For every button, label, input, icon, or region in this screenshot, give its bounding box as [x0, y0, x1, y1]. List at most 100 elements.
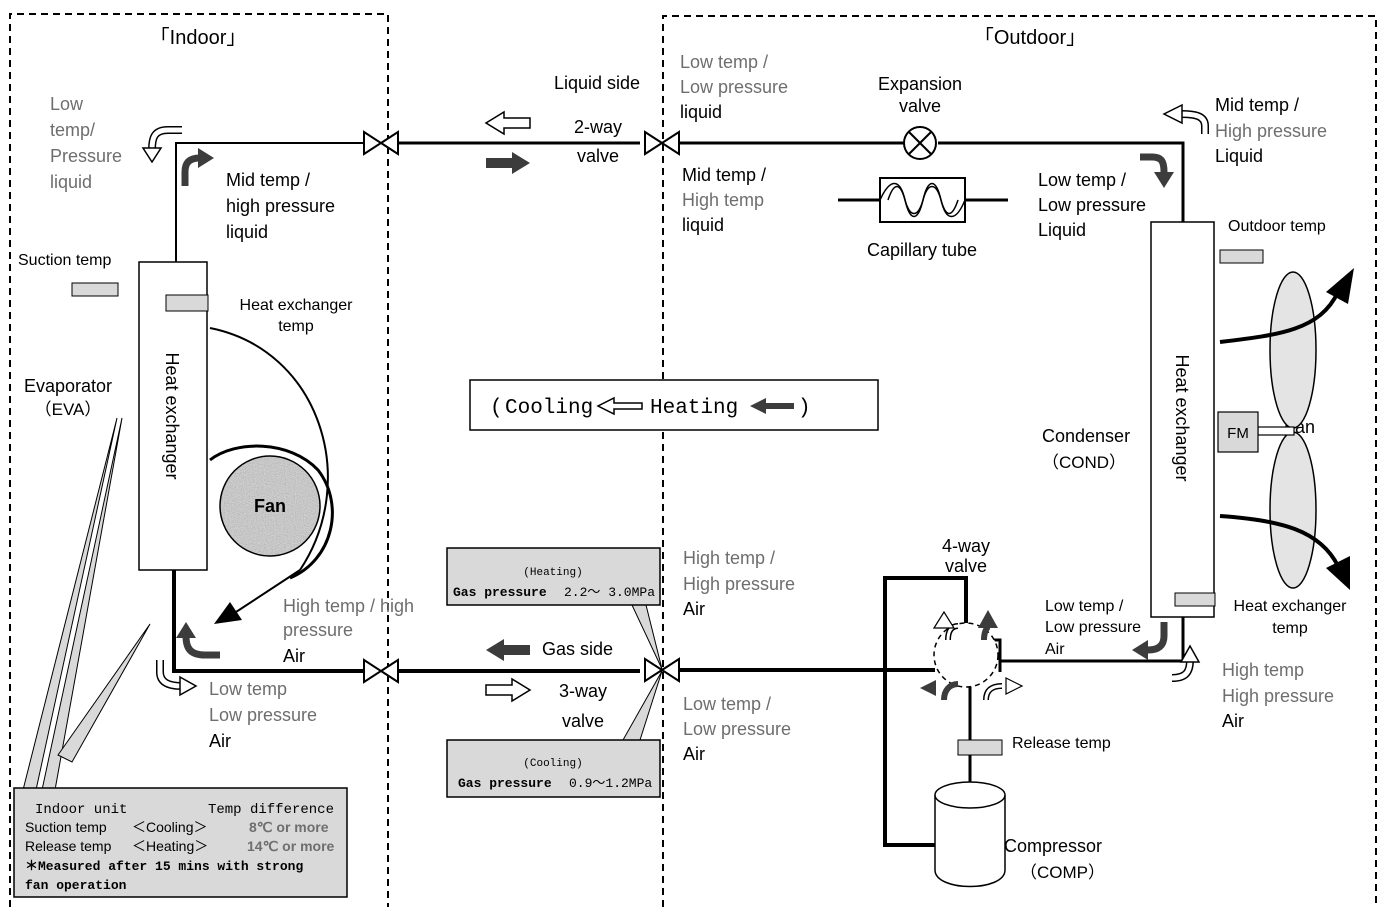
indoor-liquid-valve	[363, 130, 399, 156]
outdoor-temp-sensor	[1219, 249, 1264, 264]
outdoor-right-mid-temp-1: Mid temp /	[1215, 95, 1299, 115]
release-temp-sensor	[957, 739, 1003, 756]
heating-pressure-callout: (Heating) Gas pressure 2.2～ 3.0MPa	[446, 547, 663, 670]
outdoor-top-low-temp-3: liquid	[680, 102, 722, 122]
four-way-valve-symbol	[920, 610, 1024, 701]
expansion-valve-label-1: Expansion	[878, 74, 962, 94]
outdoor-high-temp-air-3: Air	[683, 599, 705, 619]
mode-heating-label: Heating	[650, 397, 738, 420]
expansion-valve-symbol	[903, 126, 937, 160]
info-row2-value: 14℃ or more	[247, 838, 335, 854]
outdoor-right-low-temp-air-2: Low pressure	[1045, 619, 1141, 636]
outdoor-right-high-temp-air-1: High temp	[1222, 660, 1304, 680]
info-row2-label: Release temp	[25, 838, 112, 854]
indoor-low-temp-air-1: Low temp	[209, 679, 287, 699]
outdoor-low-temp-air-3: Air	[683, 744, 705, 764]
indoor-temp-difference-box: Indoor unit Temp difference Suction temp…	[13, 787, 348, 898]
liquid-side-heating-arrow	[486, 152, 530, 174]
indoor-low-temp-liquid-4: liquid	[50, 172, 92, 192]
indoor-low-temp-liquid-2: temp/	[50, 120, 95, 140]
info-note-2: fan operation	[25, 878, 127, 893]
evaporator-label-1: Evaporator	[24, 376, 112, 396]
liquid-side-label: Liquid side	[554, 73, 640, 93]
piping	[172, 141, 1185, 847]
indoor-high-temp-air-1: High temp / high	[283, 596, 414, 616]
indoor-title: 「Indoor」	[150, 26, 247, 49]
outdoor-top-right-open-arrow	[1162, 103, 1209, 134]
outdoor-region-border	[662, 15, 1377, 907]
evaporator-callout	[22, 417, 151, 791]
mode-heating-arrow	[750, 398, 794, 414]
indoor-mid-temp-liquid-3: liquid	[226, 222, 268, 242]
indoor-fan: Fan	[209, 327, 334, 624]
outdoor-right-low-temp-2: Low pressure	[1038, 195, 1146, 215]
suction-temp-sensor	[71, 282, 119, 297]
cooling-box-title: (Cooling)	[523, 758, 582, 770]
indoor-mid-temp-liquid-2: high pressure	[226, 196, 335, 216]
outdoor-bottom-right-open-arrow	[1171, 644, 1201, 682]
four-way-valve-label-1: 4-way	[942, 536, 990, 556]
heating-box-value: 2.2～ 3.0MPa	[564, 585, 655, 600]
outdoor-right-low-temp-air-1: Low temp /	[1045, 598, 1124, 615]
mode-cooling-arrow	[596, 396, 643, 416]
outdoor-top-right-dark-arrow	[1140, 153, 1174, 188]
two-way-valve-label-2: valve	[577, 146, 619, 166]
indoor-low-temp-liquid-3: Pressure	[50, 146, 122, 166]
outdoor-bottom-right-dark-arrow	[1132, 622, 1168, 660]
outdoor-right-high-temp-air-2: High pressure	[1222, 686, 1334, 706]
release-temp-label: Release temp	[1012, 735, 1111, 752]
cooling-box-value: 0.9～1.2MPa	[569, 776, 652, 791]
outdoor-low-temp-air-2: Low pressure	[683, 719, 791, 739]
compressor-label-2: （COMP）	[1020, 863, 1105, 882]
indoor-heat-exchanger	[138, 261, 208, 571]
outdoor-right-low-temp-air-3: Air	[1045, 641, 1065, 658]
mode-cooling-label: Cooling	[505, 397, 593, 420]
info-row2-mode: ＜Heating＞	[132, 838, 208, 854]
condenser-label-2: （COND）	[1042, 453, 1126, 472]
outdoor-top-low-temp-2: Low pressure	[680, 77, 788, 97]
indoor-low-temp-air-3: Air	[209, 731, 231, 751]
heat-exchanger-temp-sensor	[165, 294, 209, 312]
outdoor-title: 「Outdoor」	[974, 26, 1086, 49]
indoor-top-dark-arrow	[181, 148, 214, 186]
indoor-low-temp-air-2: Low pressure	[209, 705, 317, 725]
outdoor-right-low-temp-3: Liquid	[1038, 220, 1086, 240]
outdoor-heat-exchanger-temp-sensor	[1174, 592, 1216, 607]
outdoor-right-mid-temp-3: Liquid	[1215, 146, 1263, 166]
indoor-bottom-open-arrow	[156, 660, 198, 697]
info-row1-mode: ＜Cooling＞	[132, 819, 207, 835]
indoor-fan-label: Fan	[254, 496, 286, 516]
indoor-high-temp-air-2: pressure	[283, 620, 353, 640]
outdoor-fan: FM	[1217, 268, 1354, 590]
compressor-symbol	[934, 781, 1006, 888]
three-way-valve-label-2: valve	[562, 711, 604, 731]
info-row1-value: 8℃ or more	[249, 819, 329, 835]
outdoor-mid-temp-2: High temp	[682, 190, 764, 210]
indoor-low-temp-liquid-1: Low	[50, 94, 84, 114]
expansion-valve-label-2: valve	[899, 96, 941, 116]
info-header-right: Temp difference	[208, 802, 334, 818]
info-note-1: ＊Measured after 15 mins with strong	[25, 859, 303, 874]
indoor-mid-temp-liquid-1: Mid temp /	[226, 170, 310, 190]
outdoor-heat-exchanger	[1150, 221, 1215, 618]
three-way-valve-symbol	[644, 657, 680, 683]
outdoor-right-high-temp-air-3: Air	[1222, 711, 1244, 731]
heating-box-label: Gas pressure	[453, 585, 547, 600]
info-row1-label: Suction temp	[25, 819, 107, 835]
heating-box-title: (Heating)	[523, 567, 582, 579]
two-way-valve-symbol	[644, 130, 680, 156]
gas-side-label: Gas side	[542, 639, 613, 659]
outdoor-mid-temp-1: Mid temp /	[682, 165, 766, 185]
fm-label: FM	[1227, 425, 1249, 442]
indoor-region-border	[9, 13, 389, 907]
indoor-bottom-dark-arrow	[176, 622, 220, 659]
capillary-tube-symbol	[879, 177, 966, 223]
two-way-valve-label-1: 2-way	[574, 117, 622, 137]
liquid-side-cooling-arrow	[484, 110, 531, 136]
mode-close-paren: )	[798, 397, 811, 420]
outdoor-top-low-temp-1: Low temp /	[680, 52, 768, 72]
outdoor-heat-exchanger-label: Heat exchanger	[1172, 354, 1192, 481]
gas-side-cooling-arrow	[485, 677, 532, 703]
